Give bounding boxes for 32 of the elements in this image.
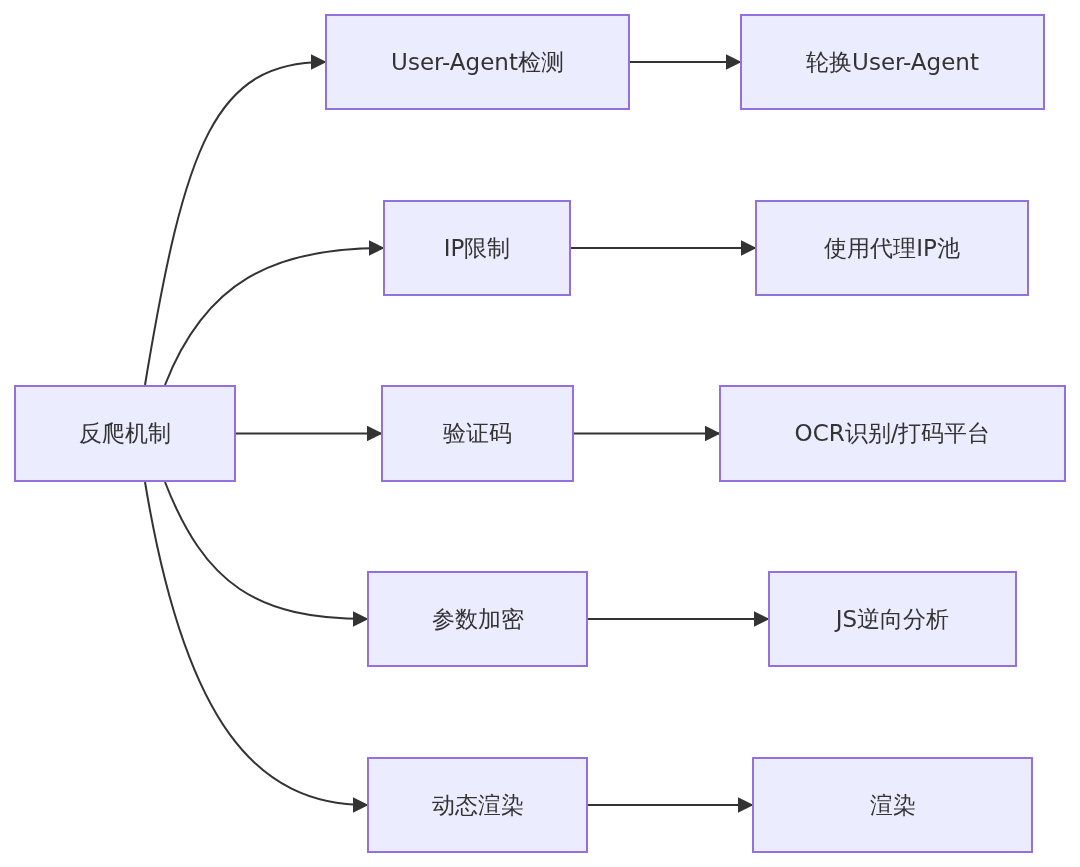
arrow	[144, 55, 327, 386]
process-box	[325, 14, 630, 110]
process-box	[755, 200, 1029, 296]
process-box	[367, 757, 588, 853]
arrow	[573, 425, 721, 442]
node-label: 动态渲染	[431, 790, 524, 820]
process-box	[719, 385, 1066, 482]
node-label: 使用代理IP池	[824, 233, 960, 263]
arrow	[587, 611, 770, 627]
process-box	[752, 757, 1033, 853]
process-box	[383, 200, 571, 296]
arrow	[235, 425, 383, 442]
node-label: IP限制	[443, 233, 511, 263]
process-box	[14, 385, 236, 482]
process-box	[381, 385, 574, 482]
node-label: 渲染	[869, 790, 916, 820]
arrow	[164, 481, 369, 627]
node-label: User-Agent检测	[391, 47, 564, 77]
process-box	[768, 571, 1017, 667]
arrow	[144, 481, 369, 813]
process-box	[367, 571, 588, 667]
arrow	[587, 797, 754, 813]
arrow	[629, 54, 742, 70]
arrow	[164, 240, 385, 386]
arrow	[570, 240, 757, 256]
node-label: 参数加密	[431, 604, 524, 634]
node-label: 轮换User-Agent	[806, 47, 979, 77]
node-label: OCR识别/打码平台	[794, 419, 991, 448]
node-label: 验证码	[443, 419, 512, 448]
process-box	[740, 14, 1045, 110]
node-label: JS逆向分析	[835, 604, 950, 634]
node-label: 反爬机制	[79, 419, 171, 448]
